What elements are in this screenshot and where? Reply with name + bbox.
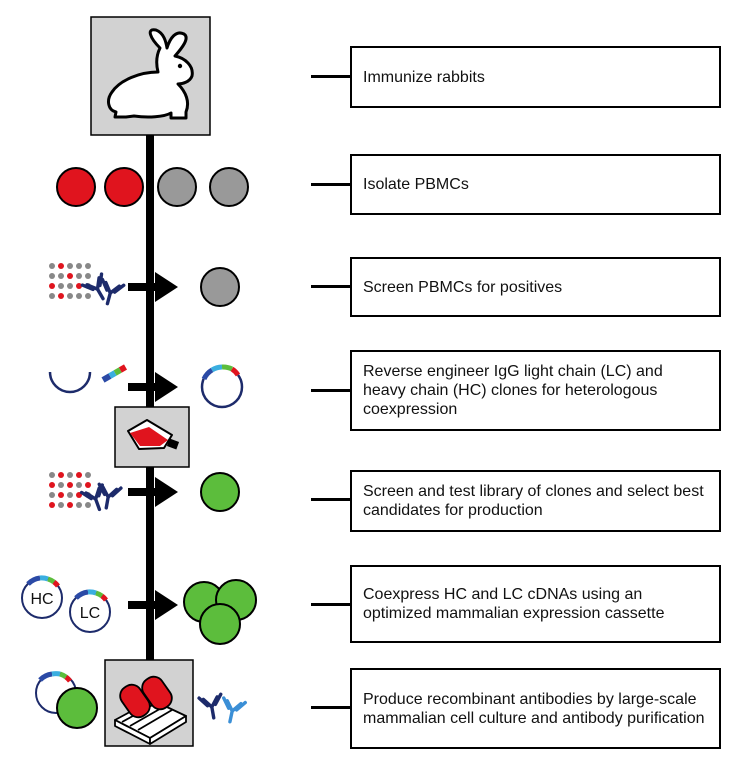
- step-label: Coexpress HC and LC cDNAs using an optim…: [363, 586, 665, 622]
- antibody-product-icon: [197, 692, 247, 726]
- pbmc-cell-icon: [209, 167, 249, 207]
- step-connector: [311, 75, 351, 78]
- rabbit-icon: [107, 28, 194, 120]
- plasmid-with-cell: [35, 671, 98, 729]
- pbmc-cell-icon: [200, 267, 240, 307]
- plasmid-hc: HC: [21, 575, 63, 619]
- step-connector: [311, 706, 351, 709]
- step-label: Reverse engineer IgG light chain (LC) an…: [363, 363, 663, 418]
- plasmid-icon: [200, 364, 244, 409]
- step-label: Immunize rabbits: [363, 68, 485, 86]
- arrow-icon: [128, 272, 178, 302]
- bioreactor-icon: [114, 675, 187, 745]
- step-label: Screen PBMCs for positives: [363, 278, 563, 296]
- cell-cluster-icon: [183, 579, 257, 645]
- culture-flask-box: [114, 406, 190, 468]
- arrow-icon: [128, 477, 178, 507]
- arrow-icon: [128, 590, 178, 620]
- cell-grid-icon: [49, 263, 91, 299]
- pbmc-cell-icon: [104, 167, 144, 207]
- step-connector: [311, 603, 351, 606]
- step-connector: [311, 389, 351, 392]
- plasmid-hc-label: HC: [30, 591, 53, 608]
- step-connector: [311, 183, 351, 186]
- plasmid-lc-label: LC: [80, 605, 100, 622]
- selected-cell-icon: [200, 472, 240, 512]
- pbmc-cells: [56, 167, 249, 207]
- bioreactor-box: [104, 659, 194, 747]
- step-isolate: Isolate PBMCs: [350, 154, 721, 215]
- step-screen-pbmcs: Screen PBMCs for positives: [350, 257, 721, 317]
- arrow-icon: [128, 372, 178, 402]
- step-screen-library: Screen and test library of clones and se…: [350, 470, 721, 532]
- step-produce: Produce recombinant antibodies by large-…: [350, 668, 721, 749]
- step-reverse-engineer: Reverse engineer IgG light chain (LC) an…: [350, 350, 721, 431]
- step-label: Isolate PBMCs: [363, 176, 469, 193]
- step-label: Produce recombinant antibodies by large-…: [363, 690, 705, 727]
- step-connector: [311, 285, 351, 288]
- step-immunize: Immunize rabbits: [350, 46, 721, 108]
- plasmid-tag: [101, 364, 128, 383]
- cell-grid-icon: [49, 472, 91, 508]
- rabbit-box: [90, 16, 211, 136]
- step-connector: [311, 498, 351, 501]
- plasmid-icon: [48, 371, 92, 394]
- pbmc-cell-icon: [157, 167, 197, 207]
- step-coexpress: Coexpress HC and LC cDNAs using an optim…: [350, 565, 721, 643]
- step-label: Screen and test library of clones and se…: [363, 483, 704, 519]
- plasmid-lc: LC: [69, 589, 111, 633]
- culture-flask-icon: [127, 419, 180, 450]
- pbmc-cell-icon: [56, 167, 96, 207]
